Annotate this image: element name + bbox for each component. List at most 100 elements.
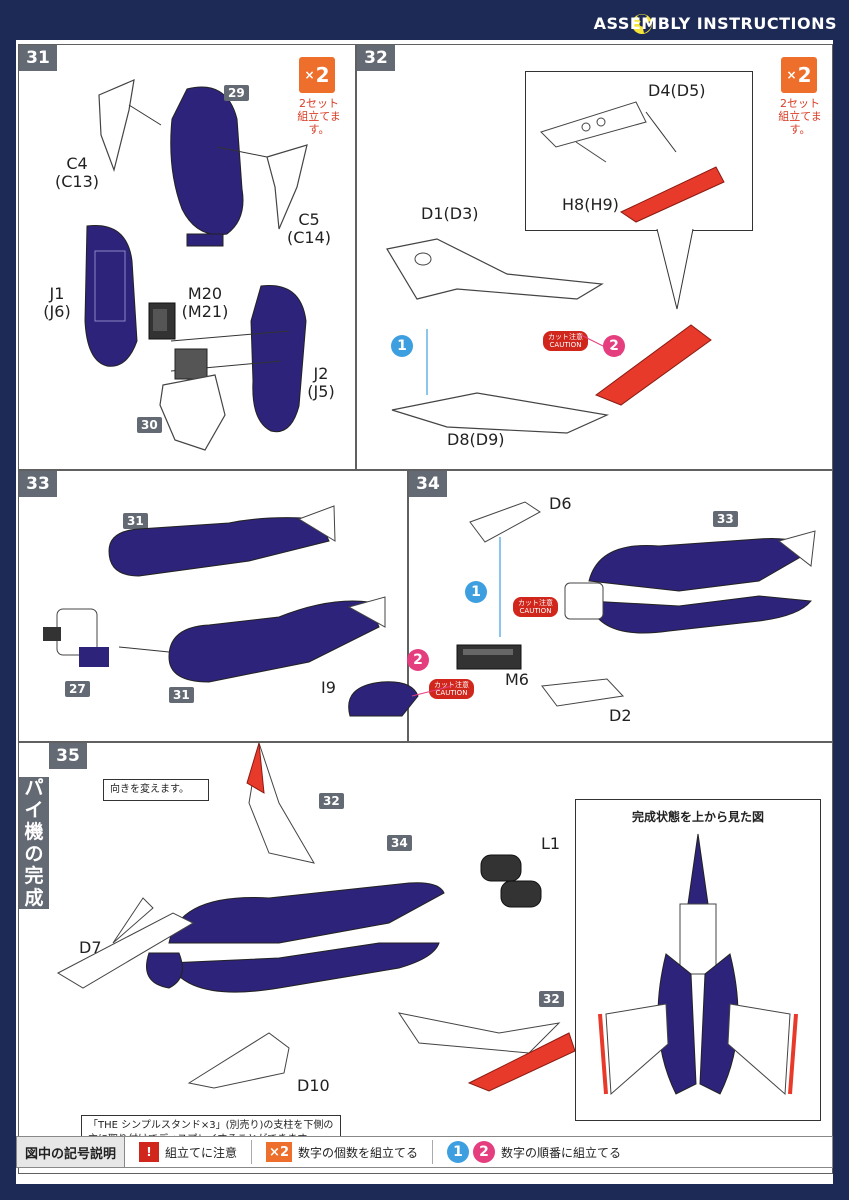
label-c4: C4 (C13) <box>54 154 99 191</box>
part-h8-side-drawing <box>580 324 712 406</box>
label-h8: H8(H9) <box>562 195 619 214</box>
caution-badge: カット注意 CAUTION <box>513 597 558 617</box>
topview-box: 完成状態を上から見た図 <box>575 799 821 1121</box>
side-title-char: イ <box>24 799 44 821</box>
part-d2-drawing <box>541 678 625 707</box>
x2-icon: ×2 <box>266 1142 293 1162</box>
legend-x2: ×2 数字の個数を組立てる <box>266 1142 418 1162</box>
label-d1: D1(D3) <box>421 204 479 223</box>
side-title-char: 成 <box>24 887 44 909</box>
label-m20: M20 (M21) <box>181 284 229 321</box>
part-30-drawing <box>159 348 226 451</box>
caution-badge: カット注意 CAUTION <box>429 679 474 699</box>
watermark: HOBBY SEARCH <box>734 1172 831 1185</box>
attention-icon: ! <box>139 1142 160 1162</box>
order-1-circle: 1 <box>391 335 413 357</box>
legend-order: 1 2 数字の順番に組立てる <box>447 1141 621 1163</box>
legend-x2-text: 数字の個数を組立てる <box>298 1145 419 1160</box>
part-d8-drawing <box>391 329 610 434</box>
legend-divider <box>251 1140 253 1164</box>
order-2-circle: 2 <box>603 335 625 357</box>
part-m6-drawing <box>456 644 522 670</box>
ref-34: 34 <box>387 835 412 851</box>
callout-pointer <box>656 228 694 310</box>
x2-badge: ×2 <box>299 57 335 93</box>
side-title: パ イ 機 の 完 成 <box>19 777 49 909</box>
label-j1: J1 (J6) <box>43 284 71 321</box>
part-m20-drawing <box>148 302 176 340</box>
label-d10: D10 <box>297 1076 330 1095</box>
order-1-icon: 1 <box>447 1141 470 1163</box>
legend-attention: ! 組立てに注意 <box>139 1142 237 1162</box>
topview-drawing <box>598 833 798 1096</box>
step-32-panel: 32 ×2 2セット 組立てます。 D4(D5) H8(H9) D1(D3) <box>356 44 833 470</box>
label-d2: D2 <box>609 706 632 725</box>
label-c5: C5 (C14) <box>286 210 331 247</box>
radiation-icon <box>632 14 652 34</box>
step-33-panel: 33 31 27 31 <box>18 470 408 742</box>
legend-title: 図中の記号説明 <box>17 1137 126 1167</box>
step-31-badge: 31 <box>19 45 57 71</box>
step-33-badge: 33 <box>19 471 57 497</box>
part-d1-drawing <box>386 238 604 300</box>
side-title-char: 完 <box>24 865 44 887</box>
topview-title: 完成状態を上から見た図 <box>631 810 764 824</box>
part-h8-drawing <box>619 111 725 223</box>
label-d4: D4(D5) <box>648 81 706 100</box>
step-32-badge: 32 <box>357 45 395 71</box>
part-33-drawing <box>564 530 816 634</box>
step-34-panel: 34 D6 1 カット注意 CAUTION カット注意 CAUTION 2 M6… <box>321 470 833 742</box>
order-2-circle: 2 <box>407 649 429 671</box>
part-c4-drawing <box>98 79 162 173</box>
ref-31a: 31 <box>123 513 148 529</box>
part-31-upper-drawing <box>108 505 336 577</box>
side-title-char: の <box>24 843 44 865</box>
x2-note: 2セット 組立てます。 <box>297 97 341 136</box>
header-title: ASSEMBLY INSTRUCTIONS <box>593 14 837 33</box>
label-d7: D7 <box>79 938 102 957</box>
part-34-assembly-drawing <box>146 882 445 993</box>
label-d8: D8(D9) <box>447 430 505 449</box>
step-31-panel: 31 ×2 2セット 組立てます。 C4 (C13) 29 C5 (C14) J… <box>18 44 356 470</box>
x2-badge: ×2 <box>781 57 817 93</box>
part-l1-drawing <box>480 854 542 908</box>
ref-27: 27 <box>65 681 90 697</box>
label-l1: L1 <box>541 834 561 853</box>
order-2-icon: 2 <box>473 1141 496 1163</box>
detail-box: D4(D5) H8(H9) <box>525 71 753 231</box>
note-turn: 向きを変えます。 <box>103 779 209 801</box>
x2-note: 2セット 組立てます。 <box>778 97 822 136</box>
step-34-badge: 34 <box>409 471 447 497</box>
legend-order-text: 数字の順番に組立てる <box>501 1145 622 1160</box>
legend-bar: 図中の記号説明 ! 組立てに注意 ×2 数字の個数を組立てる 1 2 数字の順番… <box>16 1136 833 1168</box>
legend-attention-text: 組立てに注意 <box>165 1145 238 1160</box>
legend-divider <box>432 1140 434 1164</box>
part-j2-drawing <box>170 284 307 433</box>
main-area: 31 ×2 2セット 組立てます。 C4 (C13) 29 C5 (C14) J… <box>16 40 833 1174</box>
part-27-drawing <box>43 608 109 667</box>
label-j2: J2 (J5) <box>307 364 335 401</box>
part-d7-drawing <box>56 897 195 989</box>
caution-badge: カット注意 CAUTION <box>543 331 588 351</box>
ref-32a: 32 <box>319 793 344 809</box>
part-32-upper-drawing <box>246 742 316 864</box>
part-j1-drawing <box>84 224 138 367</box>
x2-count: 2 <box>797 63 812 87</box>
part-31-lower-drawing <box>118 596 386 683</box>
ref-29: 29 <box>224 85 249 101</box>
order-1-circle: 1 <box>465 581 487 603</box>
x2-count: 2 <box>315 63 330 87</box>
ref-33: 33 <box>713 511 738 527</box>
part-29-drawing <box>170 86 244 247</box>
side-title-char: パ <box>24 777 44 799</box>
side-title-char: 機 <box>24 821 44 843</box>
label-i9: I9 <box>321 678 336 697</box>
ref-31b: 31 <box>169 687 194 703</box>
part-d10-drawing <box>187 1032 290 1089</box>
part-d4-drawing <box>540 101 647 163</box>
part-i9-drawing <box>348 681 453 717</box>
label-m6: M6 <box>505 670 529 689</box>
ref-32b: 32 <box>539 991 564 1007</box>
part-d6-drawing <box>469 501 541 637</box>
part-c5-drawing <box>216 144 308 230</box>
